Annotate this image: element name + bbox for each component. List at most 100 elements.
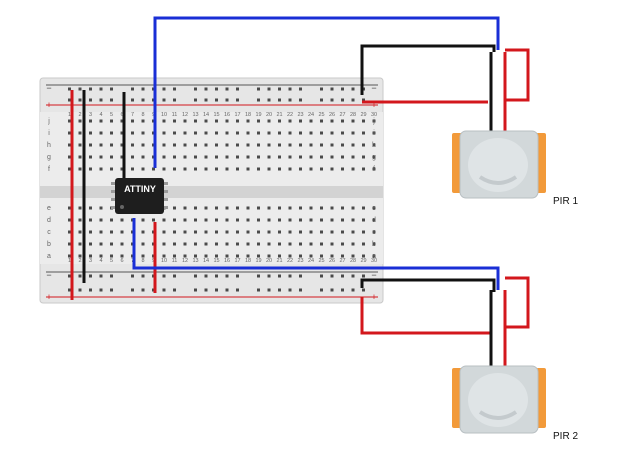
column-number: 18 — [245, 258, 251, 264]
terminal-hole — [267, 131, 271, 135]
column-number: 1 — [68, 258, 71, 264]
terminal-hole — [299, 155, 302, 159]
terminal-hole — [278, 143, 281, 147]
terminal-hole — [320, 155, 323, 159]
column-number: 10 — [161, 258, 167, 264]
terminal-hole — [246, 230, 250, 234]
terminal-hole — [246, 254, 250, 258]
terminal-hole — [215, 230, 218, 234]
pir-lens-detail — [478, 410, 518, 420]
rail-hole — [225, 87, 229, 91]
terminal-hole — [120, 155, 124, 159]
terminal-hole — [257, 230, 260, 234]
terminal-hole — [204, 242, 208, 246]
rail-plus-label-top-left: + — [46, 100, 51, 110]
terminal-hole — [288, 218, 292, 222]
terminal-hole — [278, 206, 281, 210]
terminal-hole — [309, 119, 313, 123]
red-wire-pir2-loop — [505, 276, 530, 329]
terminal-hole — [99, 242, 103, 246]
rail-hole — [341, 274, 344, 278]
rail-hole — [236, 98, 239, 102]
terminal-hole — [288, 119, 292, 123]
terminal-hole — [162, 143, 166, 147]
terminal-hole — [99, 218, 103, 222]
terminal-hole — [341, 167, 344, 171]
terminal-hole — [341, 254, 344, 258]
rail-hole — [351, 87, 355, 91]
rail-hole — [320, 288, 323, 292]
terminal-hole — [257, 119, 260, 123]
terminal-hole — [267, 167, 271, 171]
terminal-hole — [320, 143, 323, 147]
terminal-hole — [372, 218, 376, 222]
terminal-hole — [330, 230, 334, 234]
terminal-hole — [372, 131, 376, 135]
rail-hole — [99, 274, 103, 278]
terminal-hole — [372, 119, 376, 123]
terminal-hole — [267, 242, 271, 246]
rail-hole — [78, 87, 82, 91]
rail-hole — [141, 274, 145, 278]
terminal-hole — [194, 242, 197, 246]
terminal-hole — [89, 131, 92, 135]
terminal-hole — [141, 155, 145, 159]
terminal-hole — [204, 218, 208, 222]
terminal-hole — [351, 143, 355, 147]
terminal-hole — [89, 143, 92, 147]
terminal-hole — [309, 143, 313, 147]
terminal-hole — [89, 218, 92, 222]
terminal-hole — [225, 131, 229, 135]
terminal-hole — [204, 206, 208, 210]
rail-hole — [68, 87, 71, 91]
terminal-hole — [330, 155, 334, 159]
terminal-hole — [330, 242, 334, 246]
rail-hole — [204, 274, 208, 278]
terminal-hole — [204, 143, 208, 147]
column-number: 22 — [287, 112, 293, 118]
rail-hole — [68, 98, 71, 102]
terminal-hole — [141, 254, 145, 258]
terminal-hole — [78, 230, 82, 234]
terminal-hole — [215, 143, 218, 147]
terminal-hole — [141, 119, 145, 123]
rail-hole — [351, 98, 355, 102]
row-letter: f — [373, 166, 375, 173]
column-number: 24 — [308, 112, 314, 118]
rail-hole — [330, 87, 334, 91]
rail-hole — [288, 288, 292, 292]
terminal-hole — [309, 155, 313, 159]
terminal-hole — [320, 167, 323, 171]
terminal-hole — [162, 218, 166, 222]
column-number: 21 — [276, 258, 282, 264]
terminal-hole — [299, 254, 302, 258]
terminal-hole — [141, 131, 145, 135]
rail-hole — [236, 274, 239, 278]
terminal-hole — [99, 155, 103, 159]
rail-hole — [215, 98, 218, 102]
terminal-hole — [257, 242, 260, 246]
terminal-hole — [162, 254, 166, 258]
rail-hole — [299, 87, 302, 91]
terminal-hole — [246, 167, 250, 171]
row-letter: d — [47, 217, 51, 224]
rail-minus-label-bottom-left: − — [46, 270, 51, 280]
column-number: 27 — [339, 112, 345, 118]
terminal-hole — [215, 119, 218, 123]
terminal-hole — [299, 218, 302, 222]
terminal-hole — [183, 167, 187, 171]
chip-pin — [164, 182, 168, 185]
rail-hole — [362, 288, 365, 292]
rail-hole — [257, 98, 260, 102]
terminal-hole — [225, 242, 229, 246]
terminal-hole — [309, 131, 313, 135]
terminal-hole — [204, 230, 208, 234]
rail-hole — [288, 274, 292, 278]
rail-hole — [351, 288, 355, 292]
column-number: 13 — [192, 258, 198, 264]
terminal-hole — [362, 167, 365, 171]
terminal-hole — [362, 218, 365, 222]
row-letter: i — [373, 130, 375, 137]
terminal-hole — [362, 254, 365, 258]
